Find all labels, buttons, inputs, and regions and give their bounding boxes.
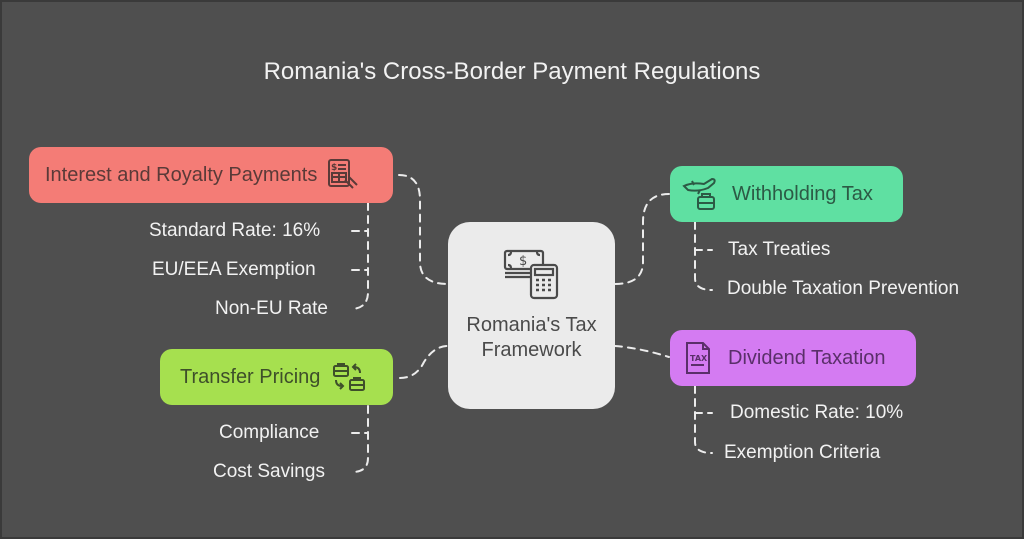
connector-interest-items bbox=[351, 202, 369, 310]
diagram-title: Romania's Cross-Border Payment Regulatio… bbox=[263, 58, 761, 85]
connector-withholding bbox=[614, 193, 670, 285]
node-withholding-tax: Withholding Tax bbox=[670, 166, 903, 222]
leaf-compliance: Compliance bbox=[219, 422, 320, 443]
node-label: Transfer Pricing bbox=[180, 365, 321, 388]
leaf-cost-savings: Cost Savings bbox=[213, 461, 325, 482]
leaf-exemption-criteria: Exemption Criteria bbox=[724, 442, 881, 463]
node-label: Dividend Taxation bbox=[728, 346, 886, 369]
leaf-eu-eea-exemption: EU/EEA Exemption bbox=[152, 259, 316, 280]
connector-transfer-items bbox=[351, 405, 369, 473]
connector-transfer bbox=[399, 345, 449, 379]
central-node: $ Romania's Tax Framework bbox=[448, 222, 615, 409]
connector-interest bbox=[398, 174, 449, 285]
leaf-domestic-rate: Domestic Rate: 10% bbox=[730, 402, 904, 423]
invoice-hand-icon: $ bbox=[327, 158, 359, 192]
leaf-double-taxation-prevention: Double Taxation Prevention bbox=[727, 278, 960, 299]
plane-briefcase-icon bbox=[682, 176, 718, 212]
connector-dividend-items bbox=[694, 385, 713, 454]
svg-text:TAX: TAX bbox=[690, 354, 708, 363]
node-label: Interest and Royalty Payments bbox=[45, 163, 318, 186]
node-dividend-taxation: TAX Dividend Taxation bbox=[670, 330, 916, 386]
svg-text:$: $ bbox=[331, 163, 337, 173]
tax-document-icon: TAX bbox=[684, 340, 712, 376]
svg-text:$: $ bbox=[519, 254, 527, 269]
leaf-standard-rate: Standard Rate: 16% bbox=[149, 220, 321, 241]
node-interest-royalty: Interest and Royalty Payments $ bbox=[29, 147, 393, 203]
connector-withholding-items bbox=[694, 221, 713, 291]
central-node-label: Romania's Tax Framework bbox=[466, 314, 597, 361]
leaf-non-eu-rate: Non-EU Rate bbox=[215, 298, 328, 319]
node-label: Withholding Tax bbox=[732, 182, 873, 205]
cash-calculator-icon: $ bbox=[503, 248, 561, 305]
connector-dividend bbox=[614, 345, 670, 358]
briefcase-exchange-icon bbox=[332, 361, 366, 393]
node-transfer-pricing: Transfer Pricing bbox=[160, 349, 393, 405]
leaf-tax-treaties: Tax Treaties bbox=[728, 239, 831, 260]
